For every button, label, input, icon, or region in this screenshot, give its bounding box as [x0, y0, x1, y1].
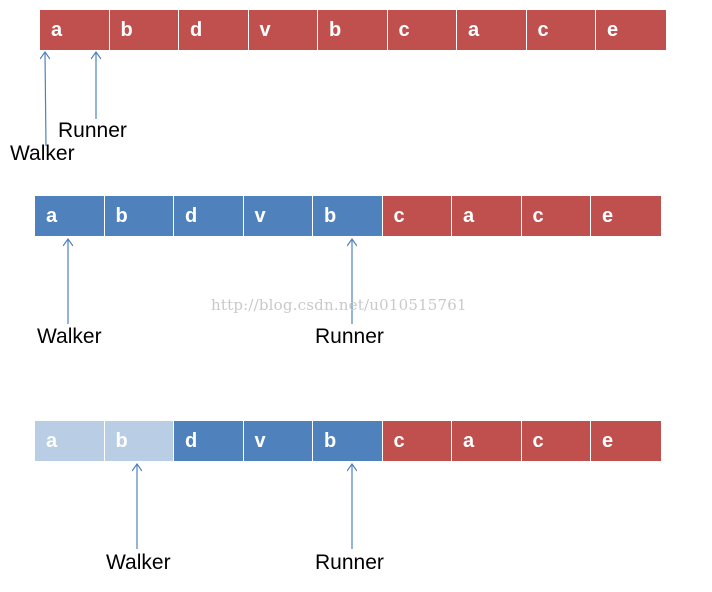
- array-cell: c: [526, 10, 596, 50]
- array-cell: e: [591, 421, 661, 461]
- watermark-text: http://blog.csdn.net/u010515761: [211, 296, 467, 314]
- walker-label-row-2: Walker: [37, 325, 102, 348]
- array-cell: a: [457, 10, 527, 50]
- array-cell: c: [387, 10, 457, 50]
- array-cell: a: [452, 196, 522, 236]
- runner-label-row-3: Runner: [315, 551, 384, 574]
- array-cell: d: [179, 10, 249, 50]
- array-cell: c: [382, 196, 452, 236]
- walker-pointer-arrow: [45, 52, 46, 147]
- array-cell: b: [104, 196, 174, 236]
- array-cell: v: [243, 196, 313, 236]
- array-cell: a: [35, 421, 105, 461]
- array-cell: b: [318, 10, 388, 50]
- array-cell: b: [313, 196, 383, 236]
- array-cell: v: [248, 10, 318, 50]
- array-cell: a: [452, 421, 522, 461]
- runner-label-row-2: Runner: [315, 325, 384, 348]
- array-cell: b: [313, 421, 383, 461]
- array-cell: d: [174, 196, 244, 236]
- array-cell: e: [591, 196, 661, 236]
- array-cell: d: [174, 421, 244, 461]
- array-cell: v: [243, 421, 313, 461]
- runner-label-row-1: Runner: [58, 119, 127, 142]
- array-cell: b: [104, 421, 174, 461]
- array-cell: c: [521, 196, 591, 236]
- array-cell: b: [109, 10, 179, 50]
- array-cell: c: [521, 421, 591, 461]
- array-cell: e: [596, 10, 666, 50]
- walker-label-row-3: Walker: [106, 551, 171, 574]
- array-cell: a: [40, 10, 110, 50]
- walker-label-row-1: Walker: [10, 142, 75, 165]
- array-cell: c: [382, 421, 452, 461]
- array-cell: a: [35, 196, 105, 236]
